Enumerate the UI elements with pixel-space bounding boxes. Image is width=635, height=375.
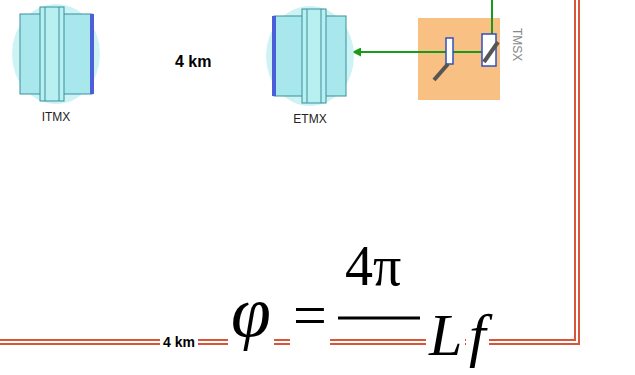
mirror-glow [266, 6, 354, 106]
formula-symbol: L [426, 305, 465, 365]
node-label: TMSX [510, 28, 524, 61]
bench-symbol [418, 18, 500, 100]
mirror-symbol [268, 6, 352, 106]
mirror-coating [272, 16, 276, 96]
mirror-symbol [14, 4, 98, 104]
optical-bench [418, 18, 500, 100]
flange-line [307, 9, 308, 103]
mirror-coating [90, 14, 94, 94]
laser-beam-arrow [352, 51, 418, 53]
steering-mirror [484, 42, 498, 62]
steering-mirror [434, 64, 448, 80]
mirror-flange [302, 9, 326, 103]
formula-numerator: 4π [345, 238, 401, 294]
mirror-glow [12, 4, 100, 104]
distance-label: 4 km [175, 54, 211, 70]
flange-line [321, 9, 322, 103]
mirror-flange [40, 7, 64, 101]
formula-operator: = [290, 285, 330, 345]
mirror-node: ITMX [14, 4, 98, 104]
mirror-node: ETMX [268, 6, 352, 106]
formula-symbol: φ [228, 276, 274, 348]
formula-symbol: f [466, 305, 489, 365]
beam-tube-inner [0, 0, 577, 342]
transmon-node: TMSX [418, 18, 500, 100]
fraction-bar [338, 317, 420, 320]
node-label: ETMX [268, 112, 352, 126]
node-label: ITMX [14, 110, 98, 124]
beam-tube [0, 0, 577, 342]
flange-line [45, 7, 46, 101]
laser-beam [418, 0, 492, 52]
lens [446, 38, 453, 64]
flange-line [59, 7, 60, 101]
distance-label: 4 km [160, 335, 198, 349]
